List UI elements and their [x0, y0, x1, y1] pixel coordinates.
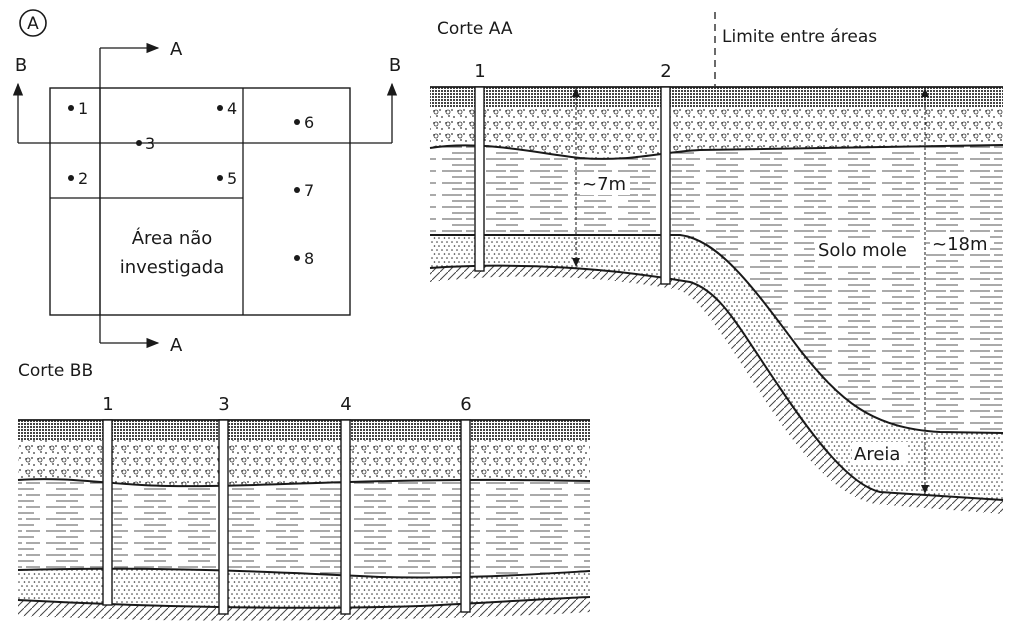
- borehole-2-aa: 2: [660, 61, 672, 285]
- svg-text:1: 1: [102, 394, 113, 415]
- borehole-3-bb: 3: [218, 394, 230, 615]
- svg-text:3: 3: [218, 394, 229, 415]
- surface-crust-layer: [430, 87, 1003, 108]
- svg-text:2: 2: [78, 169, 88, 188]
- borehole-point: 4: [217, 99, 237, 118]
- svg-text:~7m: ~7m: [582, 174, 626, 195]
- depth-indicator-right: ~18m: [921, 87, 990, 495]
- borehole-4-bb: 4: [340, 394, 352, 615]
- svg-text:5: 5: [227, 169, 237, 188]
- borehole-point: 6: [294, 113, 314, 132]
- svg-text:4: 4: [340, 394, 351, 415]
- svg-text:~18m: ~18m: [932, 234, 988, 255]
- sand-layer: [18, 568, 590, 608]
- svg-text:6: 6: [460, 394, 471, 415]
- bedrock-layer: [430, 265, 1003, 514]
- section-bb: Corte BB 1 3 4 6: [17, 361, 591, 621]
- borehole-point: 2: [68, 169, 88, 188]
- area-boundary-label: Limite entre áreas: [722, 27, 877, 47]
- panel-marker: A: [19, 9, 47, 37]
- section-b-label-right: B: [389, 55, 401, 76]
- borehole-point: 7: [294, 181, 314, 200]
- surface-crust-layer: [18, 420, 590, 440]
- soft-soil-layer: [430, 145, 1003, 433]
- section-bb-title: Corte BB: [18, 361, 93, 381]
- borehole-1-aa: 1: [474, 61, 486, 272]
- svg-text:4: 4: [227, 99, 237, 118]
- section-line-bb: B B: [12, 55, 401, 144]
- svg-text:3: 3: [145, 134, 155, 153]
- fill-layer: [18, 440, 590, 487]
- depth-indicator-left: ~7m: [572, 87, 630, 268]
- borehole-1-bb: 1: [102, 394, 114, 606]
- site-plan: A A B B 1 2 3 4 5: [12, 39, 401, 356]
- section-a-label-bottom: A: [170, 335, 183, 356]
- svg-text:6: 6: [304, 113, 314, 132]
- sand-layer: [430, 235, 1003, 500]
- section-aa-title: Corte AA: [437, 19, 513, 39]
- panel-marker-label: A: [27, 14, 39, 34]
- uninvestigated-area-label: investigada: [120, 257, 224, 278]
- borehole-point: 5: [217, 169, 237, 188]
- fill-layer: [430, 108, 1003, 159]
- uninvestigated-area-label: Área não: [132, 227, 213, 249]
- borehole-6-bb: 6: [460, 394, 472, 613]
- svg-text:1: 1: [78, 99, 88, 118]
- soft-soil-label: Solo mole: [818, 240, 907, 261]
- borehole-point: 8: [294, 249, 314, 268]
- soft-soil-layer: [18, 479, 590, 578]
- section-aa: Corte AA Limite entre áreas 1 2: [429, 12, 1004, 514]
- svg-text:1: 1: [474, 61, 485, 82]
- borehole-point: 1: [68, 99, 88, 118]
- svg-text:2: 2: [660, 61, 671, 82]
- borehole-point: 3: [136, 134, 155, 153]
- svg-text:8: 8: [304, 249, 314, 268]
- svg-text:7: 7: [304, 181, 314, 200]
- section-a-label-top: A: [170, 39, 183, 60]
- section-line-aa: A A: [99, 39, 183, 356]
- section-b-label-left: B: [15, 55, 27, 76]
- sand-label: Areia: [854, 444, 900, 465]
